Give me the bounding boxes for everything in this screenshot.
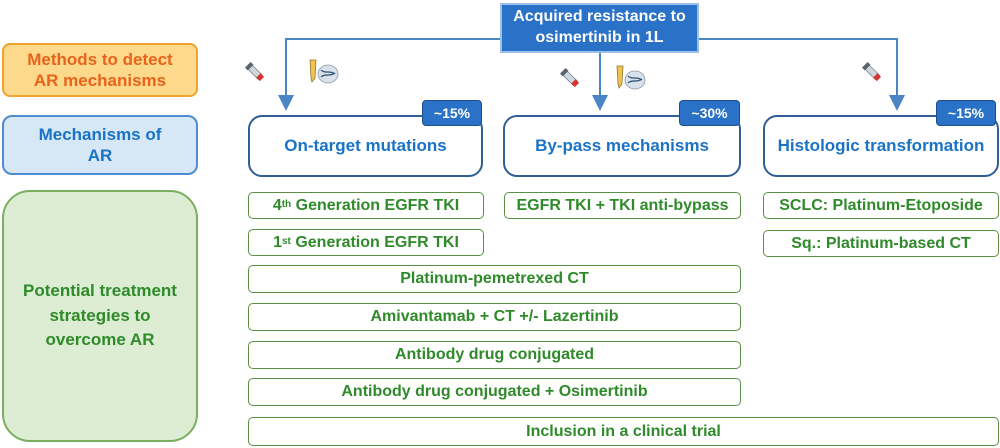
mechanisms-label: Mechanisms of AR — [2, 115, 198, 175]
mechanism-label: By-pass mechanisms — [535, 136, 709, 155]
treatment-text: Antibody drug conjugated + Osimertinib — [341, 383, 648, 400]
methods-label-line1: Methods to detect — [27, 49, 173, 69]
treatment-adc-osimertinib: Antibody drug conjugated + Osimertinib — [248, 378, 741, 406]
percent-badge: ~15% — [422, 100, 482, 126]
treatment-antibody-drug-conjugated: Antibody drug conjugated — [248, 341, 741, 369]
treatment-sq-platinum-based-ct: Sq.: Platinum-based CT — [763, 230, 999, 257]
treatment-amivantamab: Amivantamab + CT +/- Lazertinib — [248, 303, 741, 331]
treatment-text: Platinum-pemetrexed CT — [400, 270, 589, 287]
connector-right — [699, 38, 905, 111]
mechanism-label: On-target mutations — [284, 136, 447, 155]
treatment-text: Sq.: Platinum-based CT — [791, 234, 971, 252]
percent-badge: ~15% — [936, 100, 996, 126]
percent-value: ~30% — [691, 105, 728, 121]
treatment-text: SCLC: Platinum-Etoposide — [779, 196, 983, 214]
methods-label: Methods to detect AR mechanisms — [2, 43, 198, 97]
treatment-text: Inclusion in a clinical trial — [526, 422, 721, 440]
methods-label-line2: AR mechanisms — [33, 71, 167, 90]
treatment-text: Generation EGFR TKI — [291, 196, 460, 214]
tissue-biopsy-dna-icon — [309, 59, 339, 84]
mechanism-label: Histologic transformation — [777, 136, 985, 155]
mechanisms-label-line2: AR — [87, 146, 113, 165]
treatment-text: EGFR TKI + TKI anti-bypass — [516, 196, 729, 214]
treatment-label-line2: strategies to — [49, 305, 151, 325]
blood-tube-icon — [559, 67, 580, 88]
treatment-label-line1: Potential treatment — [23, 281, 177, 301]
treatment-text: 1 — [273, 233, 282, 251]
treatment-text: Antibody drug conjugated — [394, 346, 595, 363]
treatment-text: Generation EGFR TKI — [290, 233, 459, 251]
tissue-biopsy-dna-icon — [616, 65, 646, 90]
top-box-line1: Acquired resistance to — [513, 8, 686, 26]
percent-value: ~15% — [433, 105, 471, 121]
treatment-egfr-tki-anti-bypass: EGFR TKI + TKI anti-bypass — [504, 192, 741, 219]
treatment-platinum-pemetrexed: Platinum-pemetrexed CT — [248, 265, 741, 293]
blood-tube-icon — [244, 61, 265, 82]
treatment-clinical-trial: Inclusion in a clinical trial — [248, 417, 999, 446]
treatment-text: Amivantamab + CT +/- Lazertinib — [370, 308, 619, 325]
treatment-label-line3: overcome AR — [45, 330, 155, 350]
treatment-sclc-platinum-etoposide: SCLC: Platinum-Etoposide — [763, 192, 999, 219]
percent-badge: ~30% — [679, 100, 740, 126]
acquired-resistance-box: Acquired resistance to osimertinib in 1L — [500, 3, 699, 53]
blood-tube-icon — [861, 61, 882, 82]
treatment-text: 4 — [272, 196, 282, 214]
top-box-line2: osimertinib in 1L — [535, 29, 664, 46]
treatment-strategies-label: Potential treatment strategies to overco… — [2, 190, 198, 442]
percent-value: ~15% — [947, 105, 985, 121]
connector-left — [278, 38, 500, 111]
mechanisms-label-line1: Mechanisms of — [38, 124, 162, 144]
